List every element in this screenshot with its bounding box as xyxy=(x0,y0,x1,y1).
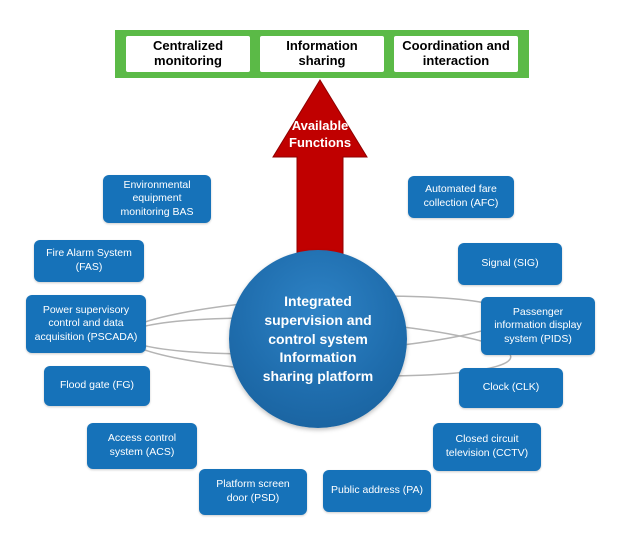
node-pa: Public address (PA) xyxy=(323,470,431,512)
node-pscada: Power supervisory control and data acqui… xyxy=(26,295,146,353)
node-cctv: Closed circuit television (CCTV) xyxy=(433,423,541,471)
central-platform-circle: Integrated supervision and control syste… xyxy=(229,250,407,428)
node-clk: Clock (CLK) xyxy=(459,368,563,408)
arrow-label: Available Functions xyxy=(289,118,352,150)
node-sig: Signal (SIG) xyxy=(458,243,562,285)
banner-box-coordination-interaction: Coordination and interaction xyxy=(394,36,518,72)
central-platform-label: Integrated supervision and control syste… xyxy=(262,292,374,385)
banner-box-centralized-monitoring: Centralized monitoring xyxy=(126,36,250,72)
node-environmental-bas: Environmental equipment monitoring BAS xyxy=(103,175,211,223)
node-pids: Passenger information display system (PI… xyxy=(481,297,595,355)
node-afc: Automated fare collection (AFC) xyxy=(408,176,514,218)
node-acs: Access control system (ACS) xyxy=(87,423,197,469)
node-fas: Fire Alarm System (FAS) xyxy=(34,240,144,282)
banner-box-information-sharing: Information sharing xyxy=(260,36,384,72)
node-fg: Flood gate (FG) xyxy=(44,366,150,406)
node-psd: Platform screen door (PSD) xyxy=(199,469,307,515)
functions-banner: Centralized monitoring Information shari… xyxy=(115,30,529,78)
